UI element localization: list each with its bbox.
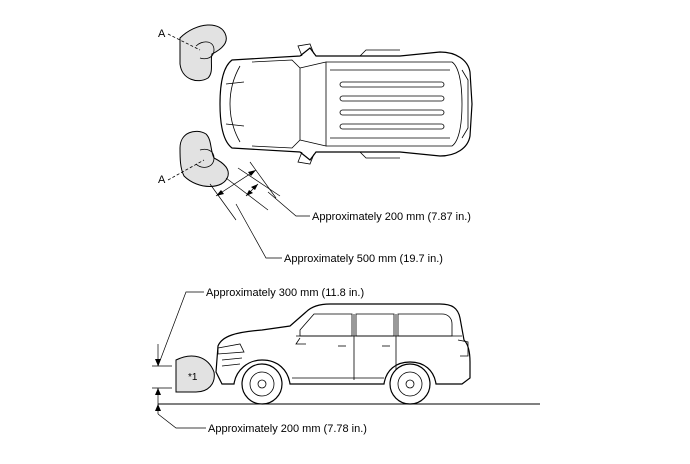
sensor-head-bottom bbox=[179, 130, 229, 187]
label-dim-200-top: Approximately 200 mm (7.87 in.) bbox=[312, 211, 471, 223]
dimension-300mm bbox=[152, 291, 204, 404]
label-dim-500: Approximately 500 mm (19.7 in.) bbox=[284, 253, 443, 265]
label-dim-300: Approximately 300 mm (11.8 in.) bbox=[206, 287, 364, 299]
vehicle-side-view bbox=[215, 303, 471, 385]
sensor-head-top bbox=[179, 24, 227, 82]
sensor-head-side bbox=[175, 355, 215, 393]
dimension-200mm-top bbox=[225, 167, 310, 217]
front-wheel bbox=[241, 363, 283, 405]
label-dim-200-bottom: Approximately 200 mm (7.78 in.) bbox=[208, 423, 367, 435]
callout-1: *1 bbox=[188, 372, 198, 383]
marker-a-top: A bbox=[158, 28, 166, 40]
rear-wheel bbox=[389, 363, 431, 405]
marker-a-bottom: A bbox=[158, 174, 166, 186]
dimension-500mm bbox=[209, 161, 282, 259]
vehicle-top-view bbox=[219, 43, 473, 165]
dimension-200mm-bottom bbox=[155, 404, 206, 429]
